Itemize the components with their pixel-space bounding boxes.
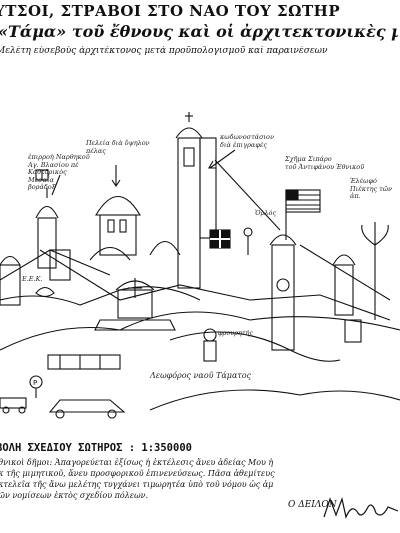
clock-tower <box>271 244 295 351</box>
arrow-icon <box>111 165 121 187</box>
street-label: Λεωφόρος ναοῦ Τάματος <box>150 371 252 380</box>
central-bell-tower <box>177 137 201 289</box>
footer-line-2: ἐκ τῆς μιμητικοῦ, ἄνευ προσφορικοῦ ἐπινε… <box>0 469 275 478</box>
annotation-eagle: Ε.Ε.Κ. <box>22 275 43 283</box>
hill-line <box>0 311 400 351</box>
scale-line: ΒΟΛΗ ΣΧΕΔΙΟΥ ΣΩΤΗΡΟΣ : 1:350000 <box>0 442 192 454</box>
svg-text:P: P <box>33 379 37 387</box>
clock-face <box>276 278 290 292</box>
slope-line <box>169 331 341 362</box>
right-tower <box>334 264 354 316</box>
annotation-guard: φρουρητής <box>218 329 254 337</box>
greek-flag-icon <box>285 189 321 213</box>
signer-name: Ο ΔΕΙΛΟΝ <box>288 500 337 510</box>
dome-mid <box>89 246 131 261</box>
annotation-schema: Σχῆμα Σιπάρο τοῦ Ἀντιφάνου Ἑθνικοῦ <box>285 155 365 171</box>
page-tagline: Μελέτη εὐσεβοὺς ἀρχιτέκτονος μετὰ προϋπο… <box>0 46 328 56</box>
annotation-orlos: Ὁρλός <box>255 209 277 217</box>
palm-leaves-icon <box>361 222 389 246</box>
front-steps <box>94 319 176 331</box>
page-subtitle: «Τάμα» τοῦ ἔθνους καὶ οἱ ἀρχιτεκτονικὲς … <box>0 22 398 41</box>
car-right-icon <box>48 399 126 419</box>
hill-line-3 <box>149 389 400 411</box>
double-eagle-icon <box>35 286 55 298</box>
left-tower <box>37 217 57 269</box>
annotation-belfry: κωδωνοστάσιον διὰ ἐπιγραφὲς <box>220 133 274 149</box>
arrow-icon <box>208 149 236 169</box>
footer-line-1: ἐθνικοὶ δῆμοι: Ἀπαγορεύεται ἐξίσως ἡ ἐκτ… <box>0 458 274 467</box>
footer-line-3: ἐκτελεῖα τῆς ἄνω μελέτης τυγχάνει τιμωρη… <box>0 480 274 489</box>
tower-dome <box>175 127 203 139</box>
footer-line-4: τῶν νομίσεων ἐκτὸς σχεδίου πόλεων. <box>0 491 149 500</box>
annotation-pelia: Πελεία διὰ ὕψηλον πέλας <box>86 139 150 155</box>
car-left-icon <box>0 397 27 414</box>
arrow-icon <box>51 174 61 196</box>
worker-figure <box>243 227 253 237</box>
page-title: ΥΤΣΟΙ, ΣΤΡΑΒΟΙ ΣΤΟ ΝΑΟ ΤΟΥ ΣΩΤΗΡ <box>0 2 341 20</box>
right-arch <box>344 319 362 343</box>
annotation-narthex: ἐπιρροὴ Ναρθηκοῦ Αγ. Βλασίου πέ Καθεδρικ… <box>28 153 90 191</box>
church-cartoon-drawing: P <box>0 112 400 419</box>
hill-line-2 <box>0 286 201 306</box>
roof-right <box>299 244 391 301</box>
roof-center <box>214 159 281 231</box>
roof-line <box>39 249 391 321</box>
left-tower-dome <box>35 205 59 219</box>
dome-large <box>95 196 141 216</box>
dome-right <box>149 240 181 256</box>
handwritten-signature <box>323 496 399 519</box>
guard-figure <box>203 328 217 342</box>
side-tower <box>199 137 217 239</box>
annotation-eleofo: Ἐλέωφό Πιέκτης τῶν ἀπ. <box>350 177 393 200</box>
stone-wall <box>47 354 121 370</box>
tower-window <box>183 147 195 167</box>
